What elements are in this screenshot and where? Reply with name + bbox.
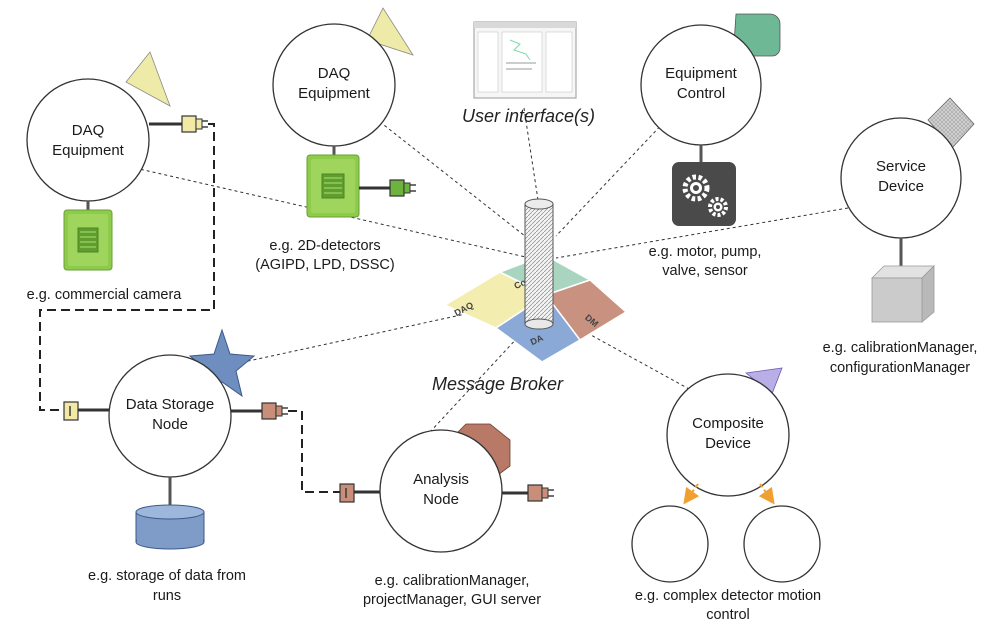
- daq-equipment-left: DAQ Equipment e.g. commercial camera: [26, 51, 208, 303]
- daq-top-caption-2: (AGIPD, LPD, DSSC): [255, 257, 394, 273]
- service-device-title-2: Device: [878, 178, 924, 195]
- ui-screenshot-icon: [473, 21, 577, 99]
- service-device: Service Device e.g. calibrationManager, …: [823, 97, 978, 376]
- service-device-caption-2: configurationManager: [830, 360, 970, 376]
- equipment-control: Equipment Control e.g. motor, pump, valv…: [640, 13, 781, 279]
- socket-icon: [339, 483, 355, 503]
- daq-left-title-1: DAQ: [72, 122, 105, 139]
- broker-label: Message Broker: [432, 374, 564, 394]
- link-analysis: [429, 321, 533, 433]
- gears-icon: [672, 162, 736, 226]
- analysis-node: Analysis Node e.g. calibrationManager, p…: [339, 423, 554, 608]
- ui-label: User interface(s): [462, 106, 595, 126]
- daq-top-caption-1: e.g. 2D-detectors: [269, 238, 380, 254]
- data-line-storage-to-analysis: [288, 410, 340, 493]
- analysis-caption-1: e.g. calibrationManager,: [375, 573, 530, 589]
- daq-left-title-2: Equipment: [52, 142, 125, 159]
- composite-title-2: Device: [705, 435, 751, 452]
- plug-icon: [261, 402, 288, 420]
- equipment-control-caption-2: valve, sensor: [662, 263, 748, 279]
- composite-title-1: Composite: [692, 415, 764, 432]
- link-equipment-control: [555, 117, 669, 237]
- child-arrow-left: [683, 483, 700, 505]
- data-storage-title-2: Node: [152, 416, 188, 433]
- data-storage-caption-2: runs: [153, 588, 181, 604]
- equipment-control-title-1: Equipment: [665, 65, 738, 82]
- plug-icon: [389, 179, 416, 197]
- link-daq-left: [134, 167, 531, 259]
- analysis-title-2: Node: [423, 491, 459, 508]
- child-device-right: [743, 505, 821, 583]
- data-storage-node: Data Storage Node e.g. storage of data f…: [63, 328, 288, 604]
- message-broker: DAQ Contr DM DA Message Broker: [432, 198, 628, 394]
- data-flow-lines: [39, 123, 340, 493]
- triangle-icon: [125, 51, 171, 107]
- composite-caption-1: e.g. complex detector motion: [635, 588, 821, 604]
- data-storage-title-1: Data Storage: [126, 396, 214, 413]
- database-icon: [135, 504, 205, 550]
- broker-cylinder: [524, 198, 554, 330]
- link-daq-top: [374, 117, 531, 241]
- plug-icon: [527, 484, 554, 502]
- composite-device: Composite Device e.g. complex detector m…: [631, 367, 821, 623]
- child-arrow-right: [758, 483, 775, 505]
- socket-icon: [63, 401, 79, 421]
- plug-icon: [181, 115, 208, 133]
- service-device-caption-1: e.g. calibrationManager,: [823, 340, 978, 356]
- link-service-device: [555, 207, 849, 259]
- data-line-daq-to-storage: [39, 123, 215, 411]
- service-device-title-1: Service: [876, 158, 926, 175]
- equipment-control-caption-1: e.g. motor, pump,: [649, 244, 762, 260]
- daq-top-title-1: DAQ: [318, 65, 351, 82]
- user-interface: User interface(s): [462, 21, 595, 126]
- daq-equipment-top: DAQ Equipment e.g. 2D-detectors (AGIPD, …: [255, 7, 416, 273]
- daq-top-title-2: Equipment: [298, 85, 371, 102]
- analysis-title-1: Analysis: [413, 471, 469, 488]
- data-storage-caption-1: e.g. storage of data from: [88, 568, 246, 584]
- equipment-control-title-2: Control: [677, 85, 725, 102]
- child-device-left: [631, 505, 709, 583]
- composite-caption-2: control: [706, 607, 750, 623]
- analysis-caption-2: projectManager, GUI server: [363, 592, 541, 608]
- cube-icon: [871, 265, 935, 323]
- chip-icon: [306, 154, 360, 218]
- daq-left-caption: e.g. commercial camera: [27, 287, 183, 303]
- chip-icon: [63, 209, 113, 271]
